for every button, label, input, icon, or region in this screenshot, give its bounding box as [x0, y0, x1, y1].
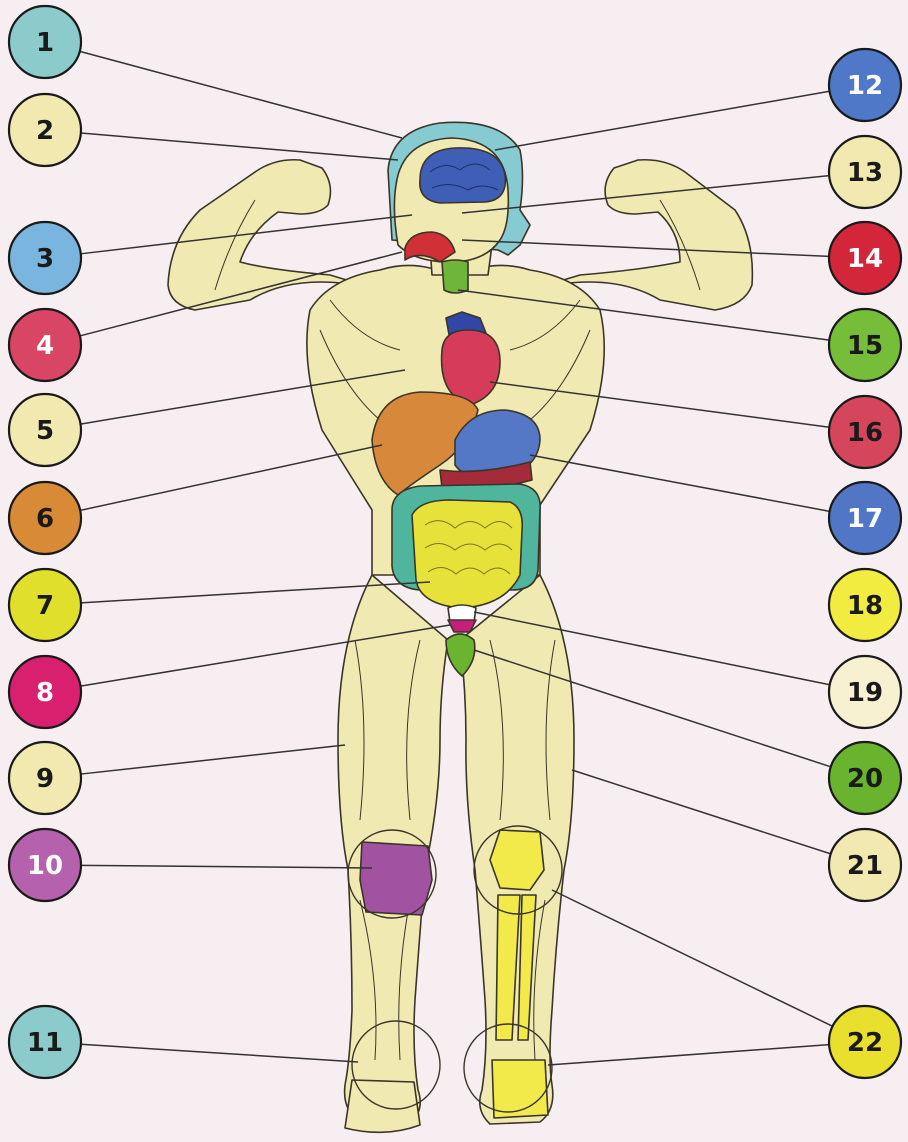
badge-number: 19	[847, 678, 883, 708]
leader-line-22-2	[548, 1045, 829, 1065]
label-badge-19: 19	[829, 656, 901, 728]
label-badge-10: 10	[9, 829, 81, 901]
badge-number: 16	[847, 418, 883, 448]
knee-muscle	[360, 842, 432, 915]
badge-number: 10	[27, 851, 63, 881]
brain	[420, 148, 506, 203]
leader-line-22-1	[552, 890, 833, 1026]
badge-number: 21	[847, 851, 883, 881]
label-badge-13: 13	[829, 136, 901, 208]
badge-number: 9	[36, 764, 54, 794]
label-badge-11: 11	[9, 1006, 81, 1078]
badge-number: 14	[847, 244, 883, 274]
label-badge-21: 21	[829, 829, 901, 901]
leader-line-9	[81, 745, 345, 774]
leader-line-6	[80, 445, 382, 510]
badge-number: 15	[847, 331, 883, 361]
badge-number: 12	[847, 71, 883, 101]
leader-line-10	[81, 865, 372, 868]
label-badge-9: 9	[9, 742, 81, 814]
badge-number: 1	[36, 28, 54, 58]
badge-number: 3	[36, 244, 54, 274]
small-intestine	[412, 500, 522, 608]
human-figure	[168, 122, 752, 1132]
label-badge-12: 12	[829, 49, 901, 121]
leader-line-1	[80, 51, 402, 138]
label-badge-18: 18	[829, 569, 901, 641]
label-badge-15: 15	[829, 309, 901, 381]
label-badge-1: 1	[9, 6, 81, 78]
label-badge-20: 20	[829, 742, 901, 814]
badge-number: 6	[36, 504, 54, 534]
label-badge-5: 5	[9, 394, 81, 466]
label-badge-16: 16	[829, 396, 901, 468]
label-badge-6: 6	[9, 482, 81, 554]
badge-number: 11	[27, 1028, 63, 1058]
leader-line-2	[81, 133, 398, 160]
label-badge-3: 3	[9, 222, 81, 294]
label-badge-8: 8	[9, 656, 81, 728]
label-badge-7: 7	[9, 569, 81, 641]
badge-number: 7	[36, 591, 54, 621]
leader-line-17	[530, 455, 830, 511]
label-badge-2: 2	[9, 94, 81, 166]
badge-number: 20	[847, 764, 883, 794]
badge-number: 22	[847, 1028, 883, 1058]
badge-number: 4	[36, 331, 54, 361]
badge-number: 18	[847, 591, 883, 621]
label-badge-4: 4	[9, 309, 81, 381]
label-badge-22: 22	[829, 1006, 901, 1078]
badge-number: 5	[36, 416, 54, 446]
badge-number: 17	[847, 504, 883, 534]
badge-number: 2	[36, 116, 54, 146]
badge-number: 8	[36, 678, 54, 708]
leader-line-11	[81, 1044, 358, 1062]
badge-number: 13	[847, 158, 883, 188]
thyroid	[442, 260, 468, 293]
leader-line-12	[495, 91, 830, 150]
label-badge-14: 14	[829, 222, 901, 294]
label-badge-17: 17	[829, 482, 901, 554]
leader-line-21	[572, 770, 831, 854]
